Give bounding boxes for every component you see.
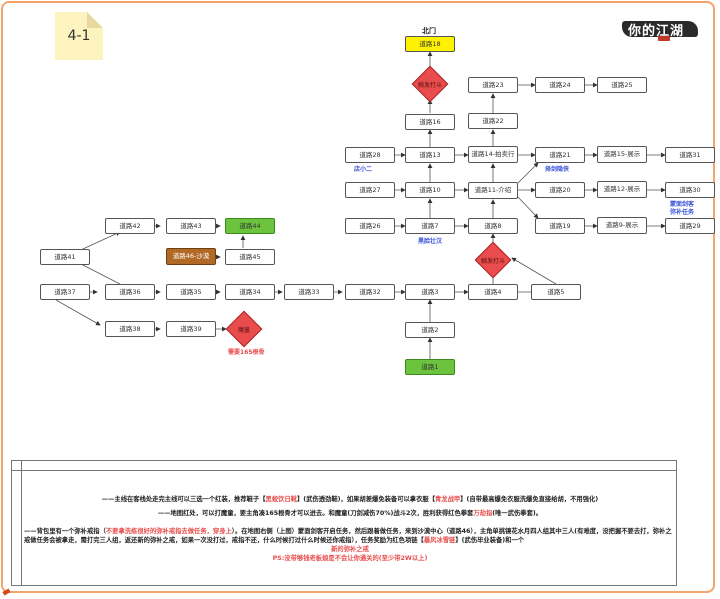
node-road-16[interactable]: 道路16	[405, 114, 455, 130]
logo-brush	[622, 21, 698, 37]
table-column-line	[21, 461, 22, 585]
item-highlight: 暴风冰雪链	[423, 537, 456, 544]
note-text: 】(武伤毕业装备)和一个	[455, 537, 525, 544]
note-text: ——地图红处，可以打魔童，要主角凑165根骨才可以进去。和魔童(刀剑减伤70%)…	[157, 510, 474, 517]
item-highlight: 黑蛟饮日靴	[265, 496, 297, 503]
diamond-label: 触发打斗	[480, 257, 505, 265]
node-road-24[interactable]: 道路24	[535, 77, 585, 93]
node-road-2[interactable]: 道路2	[405, 322, 455, 338]
node-road-36[interactable]: 道路36	[105, 284, 155, 300]
table-header-line	[12, 470, 676, 471]
node-road-21[interactable]: 道路21	[535, 147, 585, 163]
node-road-23[interactable]: 道路23	[468, 77, 518, 93]
demon-child-diamond[interactable]: 魔童	[225, 310, 263, 348]
diamond-label: 触发打斗	[417, 81, 442, 89]
node-road-4[interactable]: 道路4	[468, 284, 518, 300]
sticky-label: 4-1	[67, 28, 91, 44]
note-main-quest: ——主线在客栈处走完主线可以三选一个红装，推荐鞋子【黑蛟饮日靴】(武伤透劲鞋)，…	[24, 495, 676, 504]
node-road-32[interactable]: 道路32	[345, 284, 395, 300]
sticky-note[interactable]: 4-1	[55, 12, 103, 60]
node-road-3[interactable]: 道路3	[405, 284, 455, 300]
node-road-8[interactable]: 道路8	[468, 218, 518, 234]
node-road-29[interactable]: 道路29	[665, 218, 715, 234]
node-road-22[interactable]: 道路22	[468, 113, 518, 129]
note-text: 】(自带最高爆免衣服洗爆免直接给胡，不用强化)	[460, 496, 599, 503]
node-road-9[interactable]: 道路9-展示	[597, 217, 647, 234]
node-road-28[interactable]: 道路28	[345, 147, 395, 163]
logo-text: 你的江湖	[628, 24, 685, 39]
note-text: (唯一武伤拳套)。	[492, 510, 543, 517]
masked-swordsman-label: 蒙面剑客	[670, 201, 695, 208]
node-road-15[interactable]: 道路15-展示	[597, 146, 647, 163]
node-road-14[interactable]: 道路14-拍卖行	[468, 146, 518, 163]
note-text: ）。在地图右侧（上图）蒙面剑客开启任务，然后跟着做任务，来到沙漠中心（道路46）…	[24, 528, 672, 544]
item-highlight: 新的弥补之戒	[331, 546, 369, 553]
shop-boy-label: 店小二	[354, 166, 373, 173]
node-road-42[interactable]: 道路42	[105, 218, 155, 234]
sword-master-label: 择剑隐侠	[545, 166, 570, 173]
node-road-37[interactable]: 道路37	[40, 284, 90, 300]
item-highlight: 万劫指	[473, 510, 493, 517]
node-road-38[interactable]: 道路38	[105, 321, 155, 337]
node-road-30[interactable]: 道路30	[665, 182, 715, 198]
node-road-20[interactable]: 道路20	[535, 182, 585, 198]
node-road-27[interactable]: 道路27	[345, 182, 395, 198]
node-road-44[interactable]: 道路44	[225, 218, 275, 234]
bone-requirement-label: 需要165根骨	[228, 349, 265, 356]
ps-note: PS:没带够钱老板娘是不会让你通关的(至少带2W以上)	[272, 555, 428, 562]
fight-trigger-diamond-east[interactable]: 触发打斗	[474, 241, 512, 279]
note-demon-child: ——地图红处，可以打魔童，要主角凑165根骨才可以进去。和魔童(刀剑减伤70%)…	[24, 509, 676, 518]
note-text: ——背包里有一个弥补戒指（	[24, 528, 106, 535]
node-road-13[interactable]: 道路13	[405, 147, 455, 163]
node-road-26[interactable]: 道路26	[345, 218, 395, 234]
logo-badge	[658, 36, 670, 41]
node-road-10[interactable]: 道路10	[405, 182, 455, 198]
node-road-46-desert[interactable]: 道路46-沙漠	[166, 248, 216, 265]
note-text: 】(武伤透劲鞋)，如果胡差爆免装备可以拿衣服【	[297, 496, 435, 503]
node-road-25[interactable]: 道路25	[597, 77, 647, 93]
node-road-35[interactable]: 道路35	[166, 284, 216, 300]
node-road-12[interactable]: 道路12-展示	[597, 181, 647, 198]
node-road-11[interactable]: 道路11-介绍	[468, 182, 518, 199]
node-road-18[interactable]: 道路18	[405, 36, 455, 52]
node-road-5[interactable]: 道路5	[531, 284, 581, 300]
node-road-19[interactable]: 道路19	[535, 218, 585, 234]
compensation-quest-label: 弥补任务	[670, 209, 695, 216]
node-road-45[interactable]: 道路45	[225, 249, 275, 265]
north-gate-label: 北门	[422, 27, 436, 35]
logo: 你的江湖	[622, 18, 698, 41]
fight-trigger-diamond-north[interactable]: 触发打斗	[411, 65, 449, 103]
node-road-43[interactable]: 道路43	[166, 218, 216, 234]
notes-table: ——主线在客栈处走完主线可以三选一个红装，推荐鞋子【黑蛟饮日靴】(武伤透劲鞋)，…	[11, 460, 677, 586]
item-highlight: 不要拿洗练很好的弥补戒指去做任务，穿身上	[105, 528, 232, 535]
node-road-31[interactable]: 道路31	[665, 147, 715, 163]
item-highlight: 青龙战甲	[435, 496, 461, 503]
node-road-33[interactable]: 道路33	[284, 284, 334, 300]
node-road-1[interactable]: 道路1	[405, 359, 455, 375]
black-robe-label: 黑脸壮汉	[418, 238, 443, 245]
note-ring-quest: ——背包里有一个弥补戒指（不要拿洗练很好的弥补戒指去做任务，穿身上）。在地图右侧…	[24, 527, 676, 563]
node-road-7[interactable]: 道路7	[405, 218, 455, 234]
node-road-39[interactable]: 道路39	[166, 321, 216, 337]
node-road-41[interactable]: 道路41	[40, 249, 90, 265]
note-text: ——主线在客栈处走完主线可以三选一个红装，推荐鞋子【	[101, 496, 266, 503]
diamond-label: 魔童	[237, 326, 250, 334]
node-road-34[interactable]: 道路34	[225, 284, 275, 300]
